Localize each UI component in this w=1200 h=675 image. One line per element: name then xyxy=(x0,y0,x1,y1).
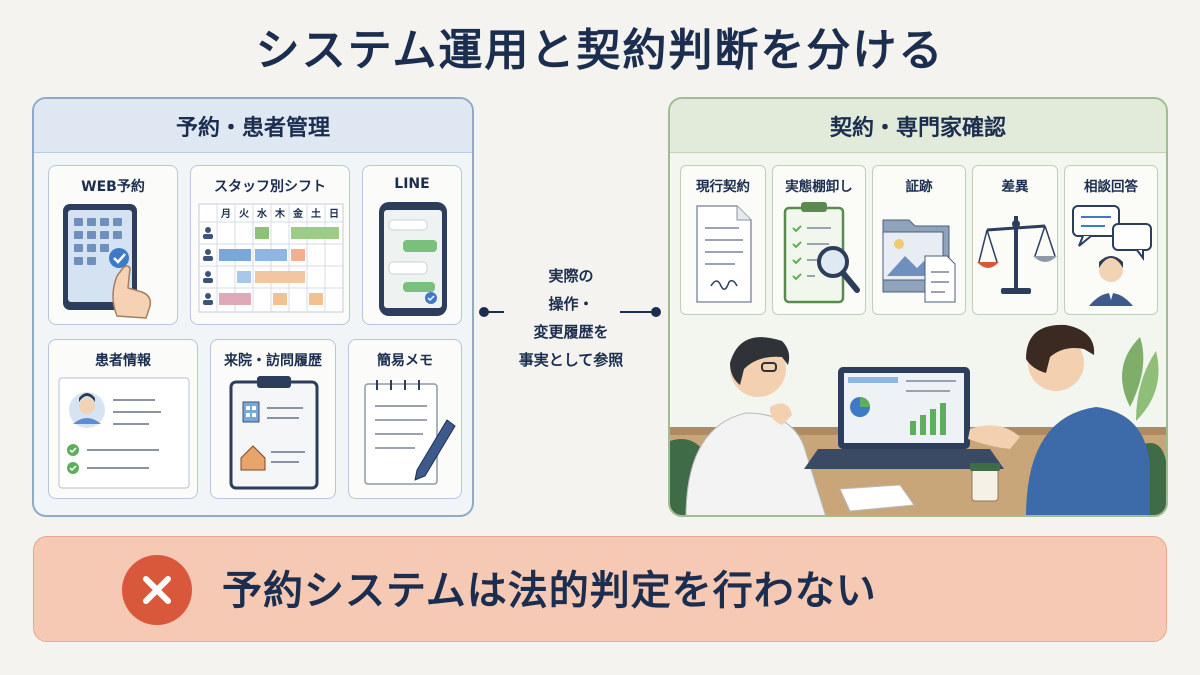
note-line: 事実として参照 xyxy=(518,351,624,369)
contract-document-icon xyxy=(696,205,752,303)
smartphone-chat-icon xyxy=(379,202,447,316)
card-patient-info: 患者情報 xyxy=(48,339,198,499)
card-staff-shift: スタッフ別シフト 月 火 水 木 金 土 日 xyxy=(190,165,350,325)
tablet-touch-icon xyxy=(63,204,152,319)
consultant-chat-icon xyxy=(1072,205,1152,306)
reservation-patient-panel: 予約・患者管理 WEB予約 スタッフ別シフト xyxy=(32,97,474,517)
card-quick-memo: 簡易メモ xyxy=(348,339,462,499)
note-line: 実際の xyxy=(548,267,594,285)
note-line: 変更履歴を xyxy=(533,323,609,341)
card-label: LINE xyxy=(394,176,430,192)
card-label: 実態棚卸し xyxy=(785,179,853,195)
notepad-pen-icon xyxy=(364,380,456,485)
card-label: スタッフ別シフト xyxy=(214,179,326,195)
card-discrepancy: 差異 xyxy=(972,165,1058,315)
day-label: 土 xyxy=(311,207,321,220)
card-label: 相談回答 xyxy=(1084,179,1138,195)
day-label: 金 xyxy=(292,207,304,220)
card-inventory: 実態棚卸し xyxy=(772,165,866,315)
card-consult-answer: 相談回答 xyxy=(1064,165,1158,315)
panel-heading-right: 契約・専門家確認 xyxy=(670,99,1166,153)
warning-banner xyxy=(33,536,1167,642)
connector-line xyxy=(479,307,661,317)
banner-message: 予約システムは法的判定を行わない xyxy=(222,568,877,614)
consultation-illustration xyxy=(670,324,1166,515)
card-visit-history: 来院・訪問履歴 xyxy=(210,339,336,499)
day-label: 木 xyxy=(274,207,286,220)
day-label: 火 xyxy=(239,208,250,220)
reference-note: 実際の 操作・ 変更履歴を 事実として参照 xyxy=(494,262,648,374)
card-evidence: 証跡 xyxy=(872,165,966,315)
panel-heading-left: 予約・患者管理 xyxy=(34,99,472,153)
card-label: 証跡 xyxy=(905,179,933,195)
evidence-folder-icon xyxy=(882,219,956,303)
balance-scale-icon xyxy=(977,216,1057,294)
cross-icon xyxy=(122,555,192,625)
card-line: LINE xyxy=(362,165,462,325)
card-current-contract: 現行契約 xyxy=(680,165,766,315)
contract-expert-panel: 契約・専門家確認 現行契約 実態棚卸し 証跡 xyxy=(668,97,1168,517)
card-label: WEB予約 xyxy=(81,179,145,195)
checklist-magnifier-icon xyxy=(783,202,860,304)
shift-calendar-icon: 月 火 水 木 金 土 日 xyxy=(198,203,344,313)
day-label: 日 xyxy=(329,208,339,220)
card-label: 患者情報 xyxy=(95,353,151,369)
day-label: 月 xyxy=(220,208,231,220)
patient-record-icon xyxy=(58,377,190,489)
clipboard-history-icon xyxy=(229,376,319,490)
page-title: システム運用と契約判断を分ける xyxy=(255,25,945,76)
card-label: 簡易メモ xyxy=(377,353,433,369)
card-label: 来院・訪問履歴 xyxy=(224,353,322,369)
note-line: 操作・ xyxy=(548,295,594,313)
card-label: 差異 xyxy=(1001,179,1029,195)
card-web-reservation: WEB予約 xyxy=(48,165,178,325)
day-label: 水 xyxy=(256,207,268,220)
card-label: 現行契約 xyxy=(696,179,750,195)
